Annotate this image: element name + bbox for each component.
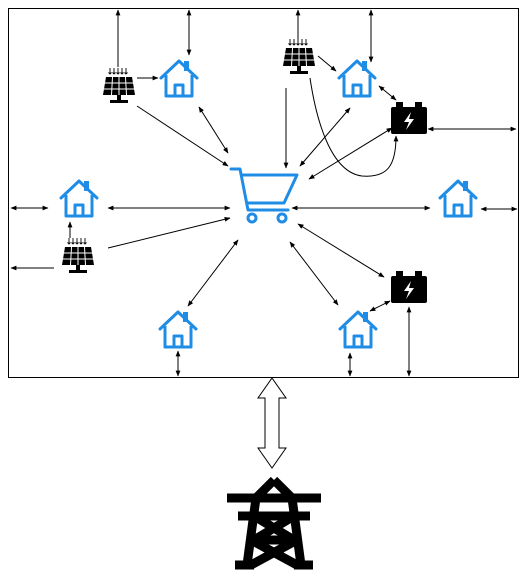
house-icon [59,179,99,218]
transmission-tower-icon [227,480,321,565]
battery-icon [391,271,427,303]
link-solar-top-center-house [317,55,337,72]
house-icon [158,310,198,349]
link-solar-top-left-cart [136,105,229,167]
community-boundary [8,8,519,378]
solar-panel-icon [102,67,136,104]
link-battery-bottom-right-cart [297,223,385,278]
battery-icon [391,102,427,134]
house-icon [337,59,377,98]
shopping-cart-icon [229,167,299,224]
link-solar-mid-left-cart [107,216,231,249]
link-solar-top-center-battery [309,77,399,177]
solar-panel-icon [282,38,316,75]
link-house-top-left-cart [198,106,229,154]
solar-panel-icon [61,237,95,274]
house-icon [338,310,378,349]
house-icon [159,59,199,98]
link-house-bottom-right-cart [289,241,339,306]
house-icon [438,179,478,218]
link-house-top-right-battery [378,85,397,101]
connections [10,9,518,377]
grid-exchange-double-arrow [257,377,287,469]
link-house-bottom-left-cart [187,239,239,307]
link-house-bottom-right-battery [369,300,391,312]
link-battery-top-right-cart [308,127,393,180]
